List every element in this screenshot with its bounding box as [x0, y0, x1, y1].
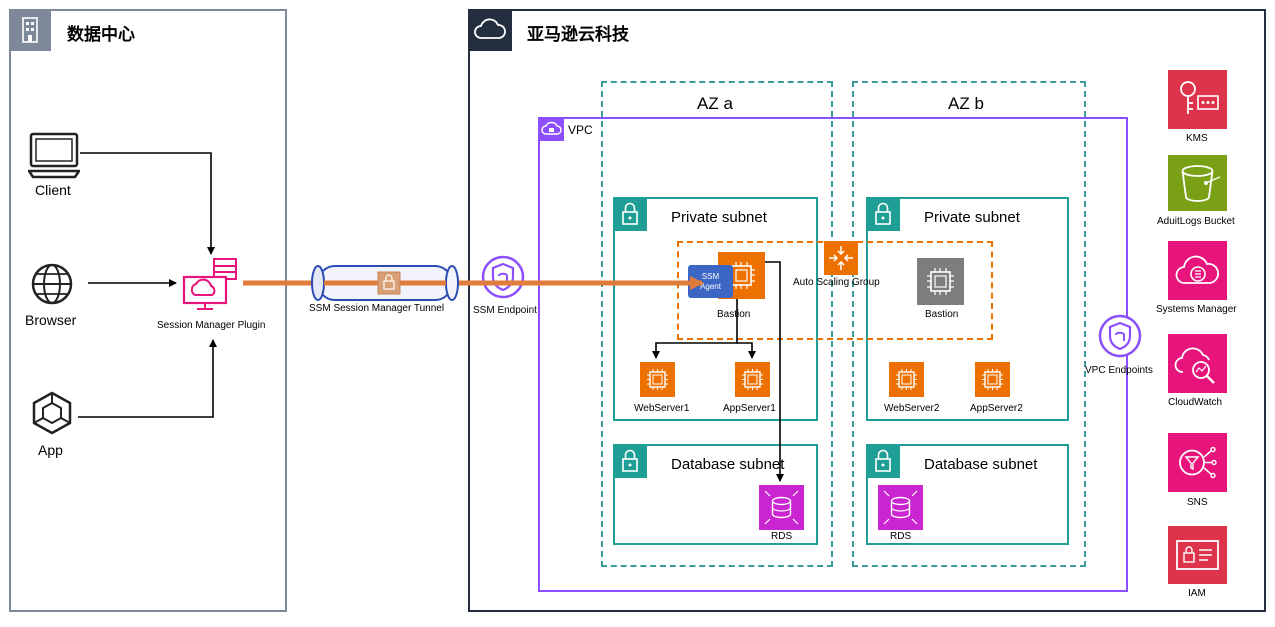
systems-manager-label: Systems Manager: [1156, 304, 1237, 315]
vpc-endpoints-label: VPC Endpoints: [1085, 365, 1153, 376]
iam-icon[interactable]: [1168, 526, 1227, 584]
bastion-b-label: Bastion: [925, 309, 959, 320]
rds-b-icon[interactable]: [878, 485, 923, 530]
database-subnet-a: [613, 444, 818, 545]
aws-cloud-group: [468, 9, 1266, 612]
lock-icon: [613, 444, 647, 478]
webserver2-ec2-icon[interactable]: [889, 362, 924, 397]
database-subnet-b-title: Database subnet: [924, 456, 1038, 473]
az-b-title: AZ b: [948, 94, 984, 113]
rds-b-label: RDS: [890, 531, 912, 542]
webserver2-label: WebServer2: [884, 403, 940, 414]
database-subnet-b: [866, 444, 1069, 545]
database-subnet-a-title: Database subnet: [671, 456, 785, 473]
s3-bucket-label: AduitLogs Bucket: [1157, 216, 1235, 227]
vpc-label: VPC: [568, 123, 593, 137]
datacenter-icon: [9, 9, 51, 51]
webserver1-label: WebServer1: [634, 403, 690, 414]
ssm-endpoint-label: SSM Endpoint: [473, 305, 537, 316]
session-manager-plugin-icon[interactable]: [181, 257, 241, 311]
private-subnet-a-title: Private subnet: [671, 209, 767, 226]
cloudwatch-icon[interactable]: [1168, 334, 1227, 393]
ssm-endpoint-icon[interactable]: [480, 254, 526, 300]
lock-icon: [866, 444, 900, 478]
kms-label: KMS: [1186, 133, 1208, 144]
auto-scaling-icon[interactable]: [824, 241, 858, 275]
sns-label: SNS: [1187, 497, 1208, 508]
browser-globe-icon[interactable]: [30, 262, 74, 306]
s3-bucket-icon[interactable]: [1168, 155, 1227, 211]
ssm-agent-badge: SSM Agent: [688, 265, 733, 298]
datacenter-group: [9, 9, 287, 612]
az-b-group: [852, 81, 1086, 567]
vpc-icon: [538, 117, 564, 141]
session-manager-plugin-label: Session Manager Plugin: [157, 320, 266, 331]
rds-a-icon[interactable]: [759, 485, 804, 530]
vpc-endpoints-icon[interactable]: [1097, 313, 1143, 359]
app-label: App: [38, 442, 63, 458]
sns-icon[interactable]: [1168, 433, 1227, 492]
private-subnet-a: [613, 197, 818, 421]
private-subnet-b-title: Private subnet: [924, 209, 1020, 226]
kms-icon[interactable]: [1168, 70, 1227, 129]
lock-icon: [613, 197, 647, 231]
systems-manager-icon[interactable]: [1168, 241, 1227, 300]
app-cube-icon[interactable]: [30, 390, 74, 436]
client-icon[interactable]: [28, 131, 80, 179]
aws-cloud-title: 亚马逊云科技: [527, 25, 629, 44]
az-a-group: [601, 81, 833, 567]
client-label: Client: [35, 182, 71, 198]
ssm-tunnel-label: SSM Session Manager Tunnel: [309, 303, 445, 314]
bastion-a-label: Bastion: [717, 309, 751, 320]
aws-cloud-icon: [468, 9, 512, 51]
appserver1-label: AppServer1: [723, 403, 776, 414]
rds-a-label: RDS: [771, 531, 793, 542]
appserver2-ec2-icon[interactable]: [975, 362, 1010, 397]
datacenter-title: 数据中心: [67, 25, 135, 44]
bastion-b-ec2-icon[interactable]: [917, 258, 964, 305]
appserver1-ec2-icon[interactable]: [735, 362, 770, 397]
az-a-title: AZ a: [697, 94, 733, 113]
auto-scaling-label: Auto Scaling Group: [793, 277, 880, 288]
lock-icon: [866, 197, 900, 231]
tunnel-pipe-icon: [311, 265, 459, 301]
iam-label: IAM: [1188, 588, 1206, 599]
cloudwatch-label: CloudWatch: [1168, 397, 1223, 408]
browser-label: Browser: [25, 312, 77, 328]
private-subnet-b: [866, 197, 1069, 421]
ssm-agent-label: SSM Agent: [700, 271, 721, 291]
webserver1-ec2-icon[interactable]: [640, 362, 675, 397]
appserver2-label: AppServer2: [970, 403, 1023, 414]
